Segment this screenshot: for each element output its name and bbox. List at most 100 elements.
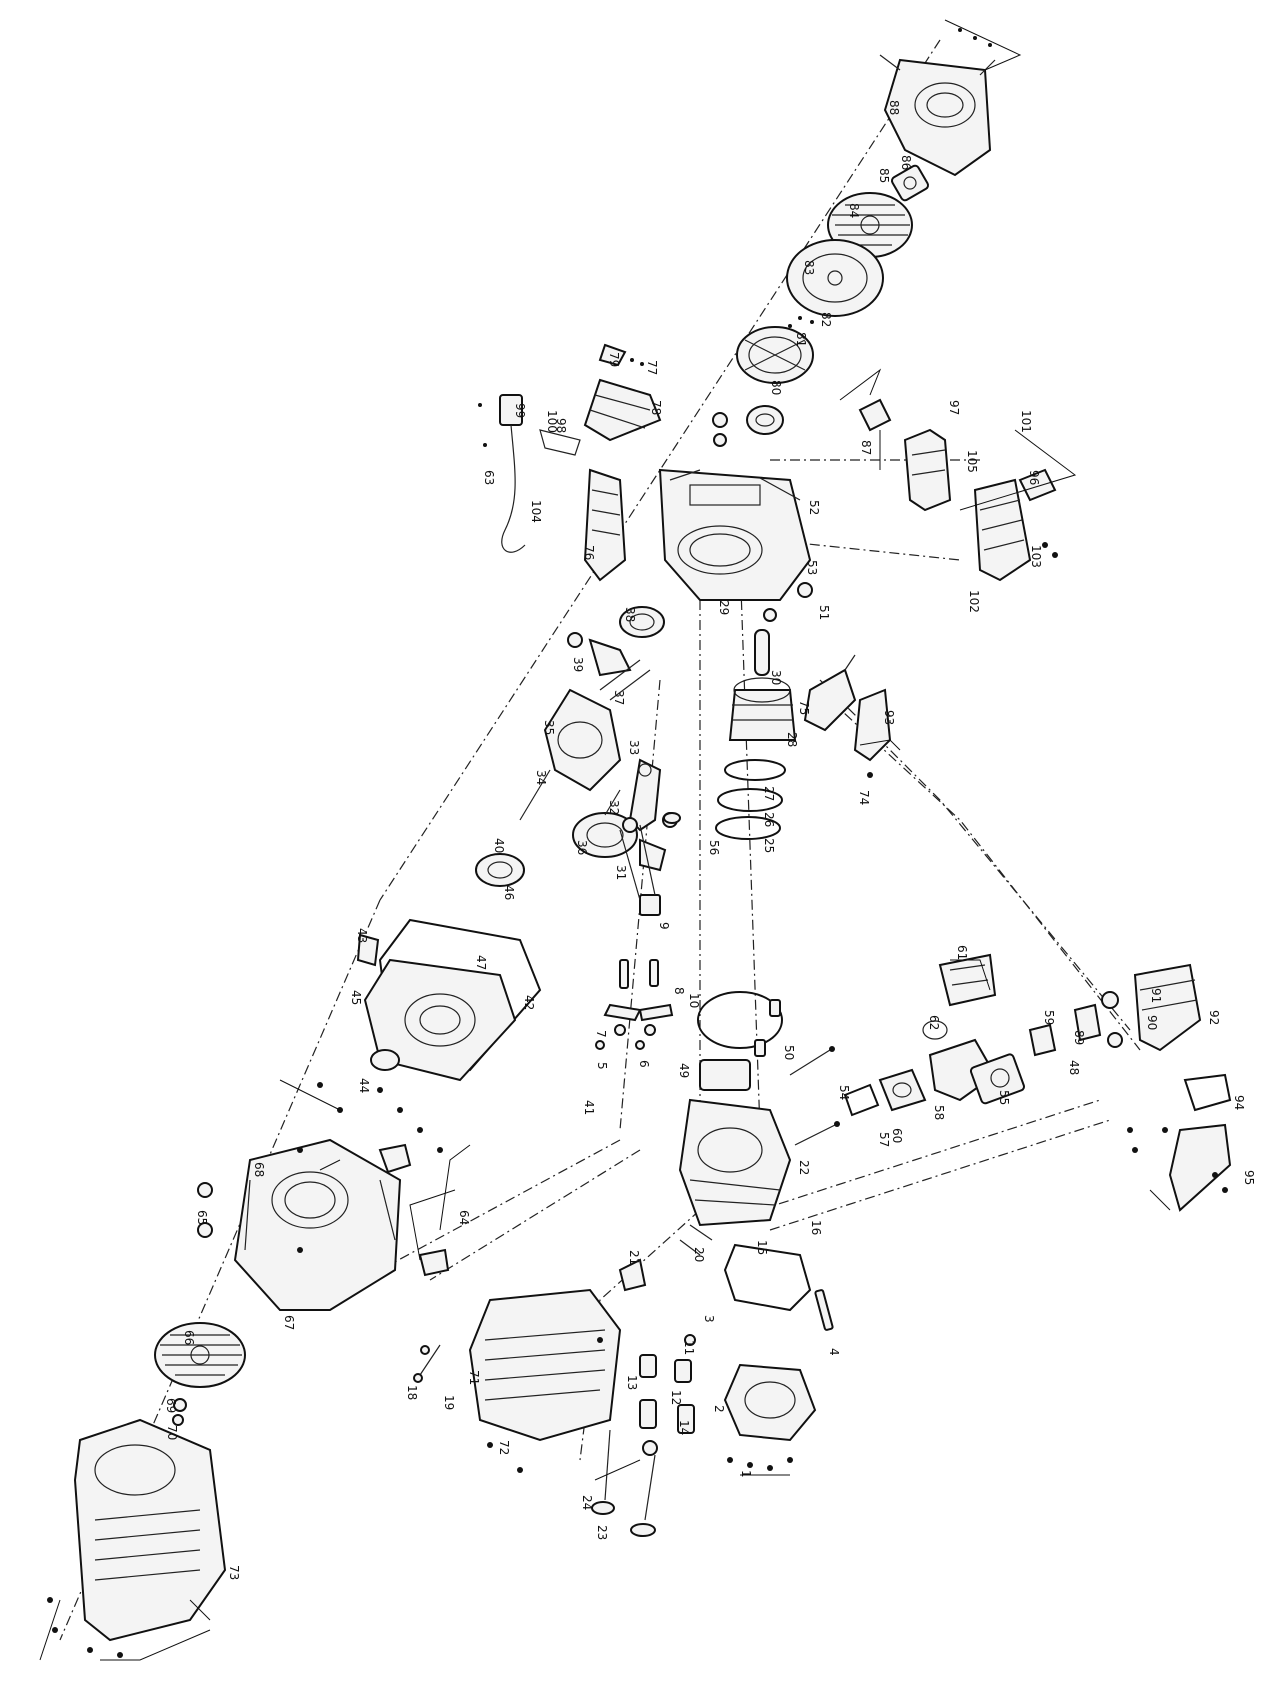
callout-88: 88 bbox=[887, 100, 901, 115]
callout-91: 91 bbox=[1149, 988, 1163, 1003]
callout-16: 16 bbox=[809, 1220, 823, 1235]
callout-29: 29 bbox=[717, 600, 731, 615]
callout-85: 85 bbox=[877, 168, 891, 183]
part-ignition-switch bbox=[478, 394, 581, 553]
part-dowel-pins bbox=[754, 999, 781, 1057]
part-camshaft-gear bbox=[572, 789, 638, 858]
part-muffler bbox=[468, 1258, 647, 1473]
callout-28: 28 bbox=[785, 732, 799, 747]
callout-33: 33 bbox=[627, 740, 641, 755]
part-piston-rings bbox=[715, 759, 786, 840]
callout-66: 66 bbox=[182, 1330, 196, 1345]
part-air-cleaner bbox=[1133, 963, 1202, 1052]
part-starter-pulley bbox=[890, 164, 930, 202]
callout-11: 11 bbox=[682, 1340, 696, 1355]
callout-95: 95 bbox=[1242, 1170, 1256, 1185]
part-misc-bolts bbox=[297, 542, 1138, 1343]
callout-31: 31 bbox=[614, 865, 628, 880]
callout-94: 94 bbox=[1232, 1095, 1246, 1110]
part-air-filter bbox=[1162, 1073, 1232, 1212]
callout-76: 76 bbox=[582, 545, 596, 560]
callout-23: 23 bbox=[595, 1525, 609, 1540]
part-cylinder-block bbox=[658, 468, 812, 601]
callout-30: 30 bbox=[769, 670, 783, 685]
part-impeller-fan bbox=[154, 1322, 246, 1426]
callout-42: 42 bbox=[522, 995, 536, 1010]
part-head-studs bbox=[789, 1046, 840, 1146]
part-main-bearing bbox=[567, 606, 665, 677]
callout-50: 50 bbox=[782, 1045, 796, 1060]
callout-90: 90 bbox=[1145, 1015, 1159, 1030]
part-carburetor bbox=[928, 1038, 1025, 1105]
callout-70: 70 bbox=[165, 1425, 179, 1440]
callout-81: 81 bbox=[794, 332, 808, 347]
callout-26: 26 bbox=[762, 812, 776, 827]
assembly-axes bbox=[59, 39, 1141, 1641]
part-lower-shroud bbox=[47, 1418, 227, 1658]
callout-12: 12 bbox=[669, 1390, 683, 1405]
callout-63: 63 bbox=[482, 470, 496, 485]
callout-71: 71 bbox=[467, 1370, 481, 1385]
callout-58: 58 bbox=[932, 1105, 946, 1120]
part-side-shroud bbox=[583, 468, 627, 582]
part-oil-seal bbox=[712, 405, 813, 598]
part-upper-shroud bbox=[583, 343, 662, 442]
callout-37: 37 bbox=[612, 690, 626, 705]
callout-83: 83 bbox=[802, 260, 816, 275]
callout-35: 35 bbox=[542, 720, 556, 735]
callout-46: 46 bbox=[502, 885, 516, 900]
callout-89: 89 bbox=[1072, 1030, 1086, 1045]
part-exhaust-studs bbox=[413, 1224, 713, 1383]
callout-73: 73 bbox=[227, 1565, 241, 1580]
part-recoil-cover bbox=[879, 19, 1022, 177]
callout-77: 77 bbox=[645, 360, 659, 375]
callout-48: 48 bbox=[1067, 1060, 1081, 1075]
callout-5: 5 bbox=[595, 1062, 609, 1070]
callout-27: 27 bbox=[762, 786, 776, 801]
part-crank-bearing bbox=[475, 853, 525, 887]
callout-2: 2 bbox=[712, 1405, 726, 1413]
callout-78: 78 bbox=[649, 400, 663, 415]
part-choke-bracket bbox=[922, 953, 997, 1040]
callout-41: 41 bbox=[582, 1100, 596, 1115]
callout-74: 74 bbox=[857, 790, 871, 805]
callout-99: 99 bbox=[513, 403, 527, 418]
callout-96: 96 bbox=[1027, 470, 1041, 485]
callout-105: 105 bbox=[965, 450, 979, 473]
part-flywheel bbox=[786, 239, 884, 317]
callout-51: 51 bbox=[817, 605, 831, 620]
callout-64: 64 bbox=[457, 1210, 471, 1225]
part-piston bbox=[728, 608, 797, 741]
callout-67: 67 bbox=[282, 1315, 296, 1330]
part-connecting-rod bbox=[628, 758, 667, 872]
part-valve-springs bbox=[639, 1334, 696, 1456]
callout-87: 87 bbox=[859, 440, 873, 455]
callout-97: 97 bbox=[947, 400, 961, 415]
callout-104: 104 bbox=[529, 500, 543, 523]
part-rocker-arms bbox=[595, 812, 678, 1050]
callout-72: 72 bbox=[497, 1440, 511, 1455]
callout-65: 65 bbox=[195, 1210, 209, 1225]
callout-60: 60 bbox=[890, 1128, 904, 1143]
part-cylinder-head bbox=[678, 991, 792, 1227]
callout-47: 47 bbox=[474, 955, 488, 970]
part-ring-gear bbox=[736, 316, 814, 384]
callout-57: 57 bbox=[877, 1132, 891, 1147]
callout-21: 21 bbox=[627, 1250, 641, 1265]
callout-59: 59 bbox=[1042, 1010, 1056, 1025]
callout-84: 84 bbox=[847, 203, 861, 218]
part-heat-shield bbox=[973, 468, 1057, 582]
callout-24: 24 bbox=[580, 1495, 594, 1510]
callout-103: 103 bbox=[1029, 545, 1043, 568]
part-muffler-bracket bbox=[858, 398, 952, 512]
callout-44: 44 bbox=[357, 1078, 371, 1093]
part-control-lever bbox=[803, 654, 892, 778]
callout-10: 10 bbox=[687, 993, 701, 1008]
callout-61: 61 bbox=[955, 945, 969, 960]
callout-40: 40 bbox=[492, 838, 506, 853]
callout-54: 54 bbox=[837, 1085, 851, 1100]
callout-92: 92 bbox=[1207, 1010, 1221, 1025]
callout-20: 20 bbox=[692, 1247, 706, 1262]
